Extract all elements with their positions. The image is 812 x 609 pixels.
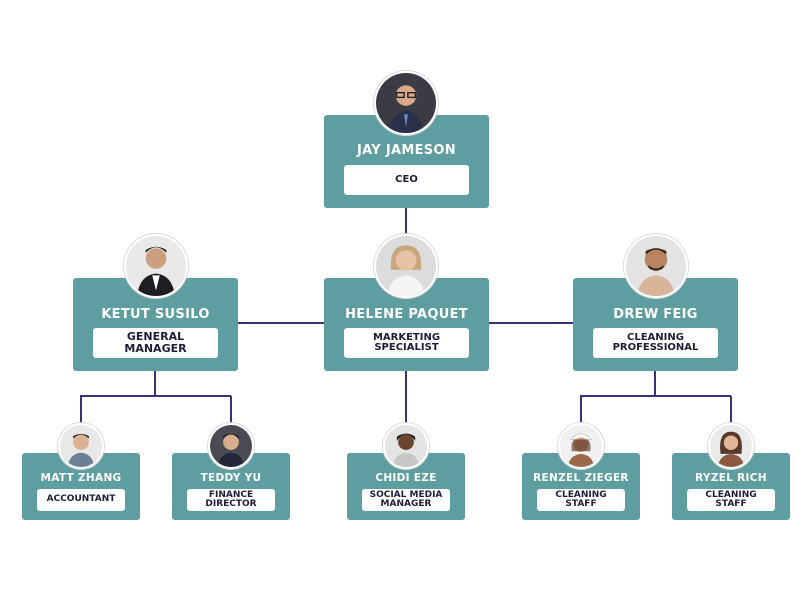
- manager-role: MARKETING SPECIALIST: [344, 328, 469, 358]
- person-photo-icon: [374, 234, 438, 298]
- staff-name: RENZEL ZIEGER: [533, 472, 629, 484]
- staff-role: SOCIAL MEDIA MANAGER: [362, 489, 450, 511]
- connector-cleaning-staff: [580, 371, 656, 425]
- manager-name: HELENE PAQUET: [345, 307, 468, 322]
- person-photo-icon: [58, 423, 104, 469]
- manager-card-general-manager: KETUT SUSILO GENERAL MANAGER: [73, 278, 238, 371]
- staff-role: ACCOUNTANT: [37, 489, 125, 511]
- staff-name: RYZEL RICH: [695, 472, 767, 484]
- staff-role: CLEANING STAFF: [687, 489, 775, 511]
- manager-name: DREW FEIG: [613, 307, 698, 322]
- person-photo-icon: [708, 423, 754, 469]
- staff-role: FINANCE DIRECTOR: [187, 489, 275, 511]
- manager-card-marketing-specialist: HELENE PAQUET MARKETING SPECIALIST: [324, 278, 489, 371]
- staff-role: CLEANING STAFF: [537, 489, 625, 511]
- connector-general-manager-staff: [80, 371, 156, 425]
- ceo-role: CEO: [344, 165, 469, 195]
- manager-role: GENERAL MANAGER: [93, 328, 218, 358]
- person-photo-icon: [208, 423, 254, 469]
- person-photo-icon: [383, 423, 429, 469]
- staff-name: TEDDY YU: [200, 472, 262, 484]
- person-photo-icon: [558, 423, 604, 469]
- manager-name: KETUT SUSILO: [101, 307, 210, 322]
- staff-card-cleaning-staff-1: RENZEL ZIEGER CLEANING STAFF: [522, 453, 640, 520]
- staff-name: MATT ZHANG: [40, 472, 122, 484]
- person-photo-icon: [374, 71, 438, 135]
- person-photo-icon: [624, 234, 688, 298]
- person-photo-icon: [124, 234, 188, 298]
- staff-name: CHIDI EZE: [375, 472, 437, 484]
- ceo-name: JAY JAMESON: [357, 143, 456, 158]
- manager-role: CLEANING PROFESSIONAL: [593, 328, 718, 358]
- staff-card-social-media-manager: CHIDI EZE SOCIAL MEDIA MANAGER: [347, 453, 465, 520]
